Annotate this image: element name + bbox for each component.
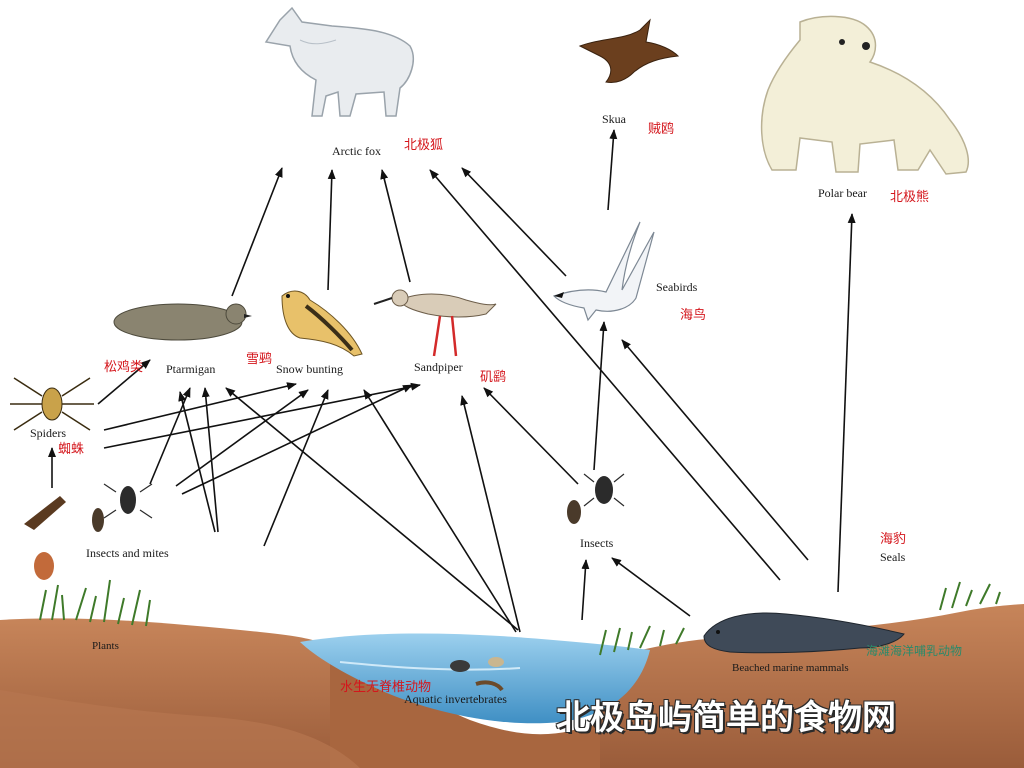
- skua-figure: [578, 18, 680, 83]
- arrow-aquatic-to-insects: [581, 559, 590, 621]
- arrow-insects-to-bunting: [175, 389, 309, 487]
- aquatic-invertebrates-label-zh: 水生无脊椎动物: [340, 680, 432, 695]
- seal-figure: [703, 612, 905, 654]
- arrow-aquatic-to-sandpiper: [460, 395, 521, 633]
- seals-label-zh: 海豹: [880, 532, 907, 547]
- arrow-bunting-to-fox: [327, 169, 336, 291]
- ptarmigan-figure: [113, 303, 252, 341]
- seabirds-label-zh: 海鸟: [680, 308, 707, 323]
- skua-label: Skua: [602, 112, 626, 126]
- ground: [0, 604, 1024, 768]
- arrow-sandpiper-to-fox: [380, 169, 411, 283]
- sandpiper-figure: [373, 289, 497, 357]
- insects-and-mites-figures: [24, 483, 153, 580]
- arrow-spiders-to-sandpiper: [103, 382, 421, 449]
- snow-bunting-label-zh: 雪鹀: [246, 352, 273, 367]
- arrow-insects-to-ptarmigan: [149, 387, 191, 485]
- arrow-beached-to-insects: [611, 557, 691, 617]
- ptarmigan-label-zh: 松鸡类: [104, 360, 144, 375]
- arrow-aquatic-to-bunting: [363, 389, 517, 633]
- beached-marine-mammals-label-zh: 海滩海洋哺乳动物: [866, 644, 963, 658]
- seabirds-label: Seabirds: [656, 280, 698, 294]
- arrow-mammals-to-fox: [429, 169, 781, 581]
- arctic-fox-label: Arctic fox: [332, 144, 381, 158]
- ptarmigan-label: Ptarmigan: [166, 362, 216, 376]
- sandpiper-label: Sandpiper: [414, 360, 463, 374]
- spiders-label-zh: 蜘蛛: [58, 442, 85, 457]
- polar-bear-label-zh: 北极熊: [890, 190, 930, 205]
- arrow-aquatic-to-ptarmigan: [225, 387, 519, 631]
- arrow-insects-to-seabirds: [593, 321, 608, 471]
- arrow-mammals-to-seabirds: [621, 339, 809, 561]
- insects-figures-right: [567, 473, 625, 524]
- spider-figure: [10, 377, 94, 431]
- arrow-seals-to-polar-bear: [837, 213, 856, 593]
- diagram-title: 北极岛屿简单的食物网: [556, 698, 896, 738]
- seabird-figure: [552, 221, 655, 322]
- arrow-spiders-to-bunting: [103, 382, 297, 431]
- arrow-spiders-to-ptarmigan: [97, 359, 151, 405]
- aquatic-invertebrates-label: Aquatic invertebrates: [404, 692, 507, 706]
- insects-and-mites-label: Insects and mites: [86, 546, 169, 560]
- arrow-seabirds-to-fox: [461, 167, 567, 277]
- arrow-plants-to-ptarmigan-a: [201, 387, 219, 533]
- snow-bunting-label: Snow bunting: [276, 362, 344, 376]
- spiders-label: Spiders: [30, 426, 66, 440]
- vegetation: [39, 579, 1001, 656]
- arctic-fox-label-zh: 北极狐: [404, 138, 444, 153]
- arctic-fox-figure: [264, 6, 414, 117]
- seals-label: Seals: [880, 550, 906, 564]
- sandpiper-label-zh: 矶鹞: [480, 370, 507, 385]
- aquatic-invertebrates-figure: [450, 657, 504, 692]
- arrow-insects-to-sandpiper: [181, 384, 413, 495]
- food-web-arrows: [48, 129, 856, 633]
- arrow-plants-to-ptarmigan-b: [178, 391, 216, 533]
- arrow-insects-to-sandpiper-right: [483, 387, 579, 485]
- arrow-seabirds-to-skua: [607, 129, 618, 211]
- water-pool: [300, 633, 650, 724]
- arrow-plants-to-bunting: [263, 389, 329, 547]
- beached-marine-mammals-label: Beached marine mammals: [732, 662, 849, 674]
- insects-label: Insects: [580, 536, 614, 550]
- snow-bunting-figure: [281, 290, 363, 357]
- skua-label-zh: 贼鸥: [648, 122, 675, 137]
- polar-bear-label: Polar bear: [818, 186, 867, 200]
- polar-bear-figure: [760, 15, 970, 175]
- arrow-ptarmigan-to-fox: [231, 167, 283, 297]
- plants-label: Plants: [92, 640, 119, 652]
